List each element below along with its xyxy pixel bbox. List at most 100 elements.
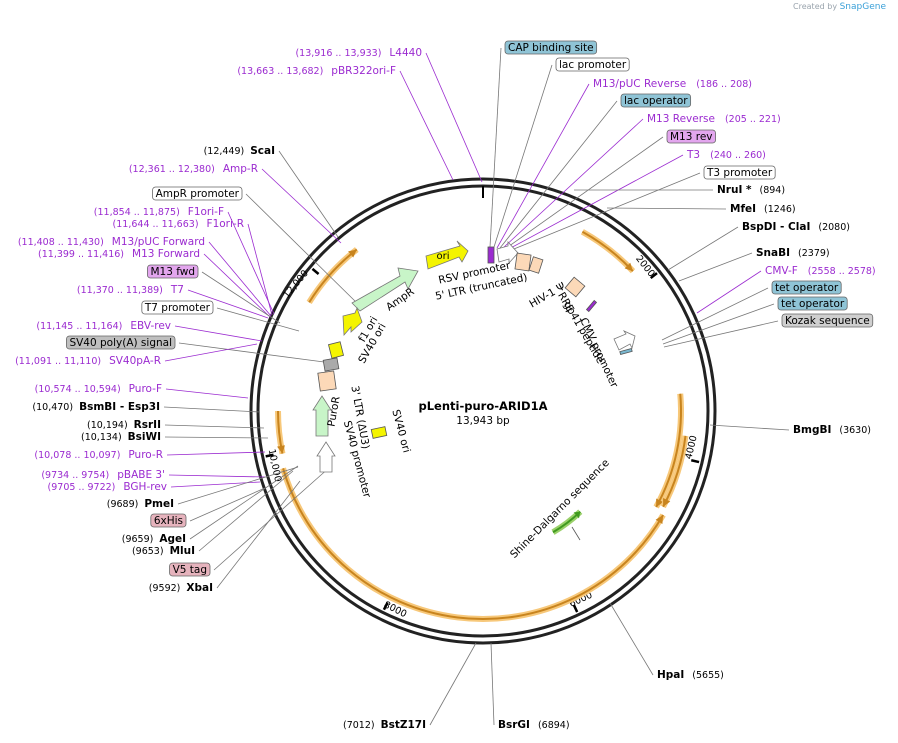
feature-label-puro-f[interactable]: Puro-F(10,574 .. 10,594) [35,383,162,395]
primer-coord: (11,644 .. 11,663) [113,219,199,230]
feature-label-bsiwi[interactable]: BsiWI(10,134) [81,431,161,443]
feature-label-m13-forward[interactable]: M13 Forward (11,399 .. 11,416) [38,248,200,260]
primer-name: T7 [170,284,184,296]
feature-label-pmei[interactable]: PmeI(9689) [107,498,174,510]
feature-arc-halo [280,467,666,622]
feature-arc-arrowhead [656,498,664,507]
feature-label-m13-reverse[interactable]: M13 Reverse(205 .. 221) [647,113,781,125]
feature-label-bmgbi[interactable]: BmgBI(3630) [793,424,871,436]
enzyme-coord: (12,449) [204,146,245,157]
feature-label-t7-promoter[interactable]: T7 promoter [141,300,214,315]
feature-label-m13-fwd[interactable]: M13 fwd [147,264,199,279]
callout-line [662,303,775,345]
feature-box [504,40,598,55]
primer-coord: (11,399 .. 11,416) [38,249,124,260]
feature-label-bsmbi[interactable]: BsmBI - Esp3I(10,470) [32,401,160,413]
gp41-marker [585,299,598,313]
feature-label-bstz17i[interactable]: BstZ17I(7012) [343,719,426,731]
feature-label-bspdi[interactable]: BspDI - ClaI(2080) [742,221,850,233]
feature-label-m13-puc-forward[interactable]: M13/pUC Forward(11,408 .. 11,430) [18,236,205,248]
rre-box [564,276,586,298]
feature-box [771,280,842,295]
sv40pa-box [322,357,340,372]
feature-label-t7[interactable]: T7(11,370 .. 11,389) [77,284,184,296]
feature-label-agei[interactable]: AgeI(9659) [122,533,186,545]
hiv-psi-box [528,256,544,274]
primer-name: SV40pA-R [109,355,161,367]
feature-box [555,57,630,72]
enzyme-name: BmgBI [793,424,831,436]
feature-label-l4440[interactable]: L4440(13,916 .. 13,933) [295,47,422,59]
primer-name: M13 Forward [132,248,200,260]
callout-line [216,480,301,589]
feature-label-scai[interactable]: ScaI(12,449) [204,145,275,157]
feature-label-pbr322ori-f[interactable]: pBR322ori-F(13,663 .. 13,682) [237,65,396,77]
feature-label-pbabe-3-[interactable]: pBABE 3'(9734 .. 9754) [41,469,165,481]
feature-arc [655,393,682,508]
callout-line [261,168,342,244]
inner-feature-label: PuroR [325,395,342,427]
primer-name: T3 [686,149,700,161]
inner-feature-label: SV40 ori [389,408,412,454]
feature-label-sv40pa-r[interactable]: SV40pA-R(11,091 .. 11,110) [15,355,161,367]
callout-line [177,466,299,505]
feature-label-f1ori-r[interactable]: F1ori-R(11,644 .. 11,663) [113,218,244,230]
feature-label-lac-operator[interactable]: lac operator [620,93,692,108]
feature-label-kozak-sequence[interactable]: Kozak sequence [781,313,874,328]
primer-coord: (240 .. 260) [710,150,766,161]
feature-label-bsrgi[interactable]: BsrGI(6894) [498,719,570,731]
feature-label-m13-rev[interactable]: M13 rev [666,129,716,144]
feature-label-tet-operator[interactable]: tet operator [771,280,842,295]
feature-label-cap-binding-site[interactable]: CAP binding site [504,40,598,55]
feature-label-xbai[interactable]: XbaI(9592) [149,582,213,594]
backbone-outer [249,177,717,645]
feature-name: Kozak sequence [785,315,870,327]
feature-label-mfei[interactable]: MfeI(1246) [730,203,796,215]
feature-label-t3-promoter[interactable]: T3 promoter [703,165,776,180]
feature-name: V5 tag [173,564,207,576]
callout-line [499,100,618,249]
callout-line [609,602,654,676]
feature-label-m13-puc-reverse[interactable]: M13/pUC Reverse(186 .. 208) [593,78,752,90]
scale-tick-mark [649,272,658,280]
feature-label-ebv-rev[interactable]: EBV-rev(11,145 .. 11,164) [36,320,171,332]
primer-coord: (11,854 .. 11,875) [94,207,180,218]
feature-label-bgh-rev[interactable]: BGH-rev(9705 .. 9722) [48,481,167,493]
callout-line [663,320,779,348]
feature-box [150,513,187,528]
puror-arrow [312,395,332,437]
feature-label-tet-operator[interactable]: tet operator [777,296,848,311]
feature-label-sv40-poly-a-signal[interactable]: SV40 poly(A) signal [66,335,176,350]
primer-coord: (9734 .. 9754) [41,470,109,481]
primer-name: EBV-rev [130,320,171,332]
feature-label-hpai[interactable]: HpaI(5655) [657,669,724,681]
feature-label-puro-r[interactable]: Puro-R(10,078 .. 10,097) [34,449,163,461]
feature-name: CAP binding site [508,42,594,54]
callout-line [508,172,701,252]
feature-label-cmv-f[interactable]: CMV-F(2558 .. 2578) [765,265,876,277]
feature-label-6xhis[interactable]: 6xHis [150,513,187,528]
feature-arc-arrowhead [655,515,664,524]
primer-coord: (205 .. 221) [725,114,781,125]
feature-label-snabi[interactable]: SnaBI(2379) [756,247,830,259]
snapgene-credit: Created by SnapGene [793,2,886,12]
enzyme-name: PmeI [144,498,174,510]
callout-line [203,253,271,318]
feature-box [703,165,776,180]
primer-coord: (13,916 .. 13,933) [295,48,381,59]
feature-arc-arrowhead [348,249,357,258]
feature-label-f1ori-f[interactable]: F1ori-F(11,854 .. 11,875) [94,206,224,218]
feature-label-t3[interactable]: T3 (240 .. 260) [686,149,766,161]
feature-label-ampr-promoter[interactable]: AmpR promoter [152,186,243,201]
feature-label-v5-tag[interactable]: V5 tag [169,562,211,577]
callout-line [496,83,590,249]
feature-label-nrui-[interactable]: NruI *(894) [717,184,785,196]
feature-label-lac-promoter[interactable]: lac promoter [555,57,630,72]
feature-label-rsrii[interactable]: RsrII(10,194) [87,419,161,431]
callout-line [506,154,684,251]
feature-label-amp-r[interactable]: Amp-R(12,361 .. 12,380) [129,163,258,175]
ltr5-box [514,252,532,272]
enzyme-name: MfeI [730,203,756,215]
feature-label-mlui[interactable]: MluI(9653) [132,545,195,557]
feature-name: tet operator [781,298,845,310]
